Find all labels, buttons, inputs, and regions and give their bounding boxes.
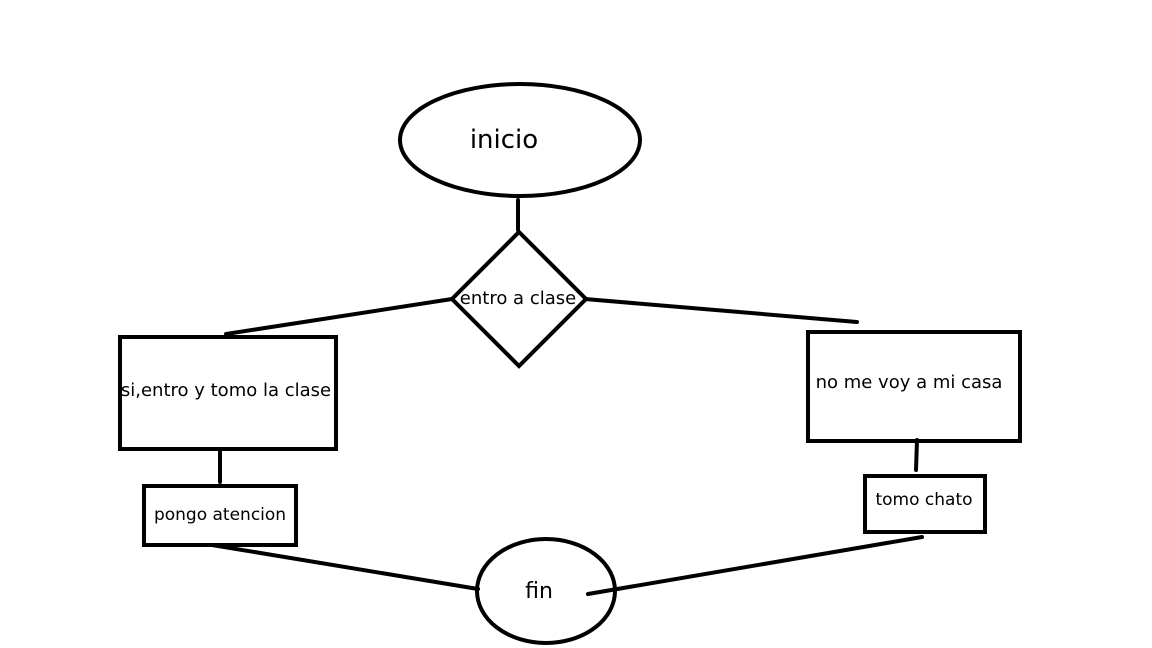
no-step-label: tomo chato	[875, 490, 972, 510]
yes-branch-label: si,entro y tomo la clase	[121, 380, 331, 401]
yes-step-node	[142, 484, 298, 547]
yes-step-label: pongo atencion	[154, 505, 286, 525]
start-label: inicio	[470, 125, 538, 155]
connector-no-step-end	[586, 535, 924, 596]
no-branch-label: no me voy a mi casa	[816, 372, 1003, 393]
connector-decision-yes	[224, 297, 454, 336]
end-node	[475, 537, 617, 645]
connector-no-branch-step	[914, 438, 919, 472]
connector-decision-no	[583, 297, 859, 324]
decision-node	[449, 229, 589, 369]
no-step-node	[863, 474, 987, 534]
yes-branch-node	[118, 335, 338, 451]
end-label: fin	[525, 579, 553, 604]
decision-label: entro a clase	[460, 288, 576, 309]
no-branch-node	[806, 330, 1022, 443]
start-node	[398, 82, 642, 198]
connector-yes-step-end	[210, 543, 480, 591]
